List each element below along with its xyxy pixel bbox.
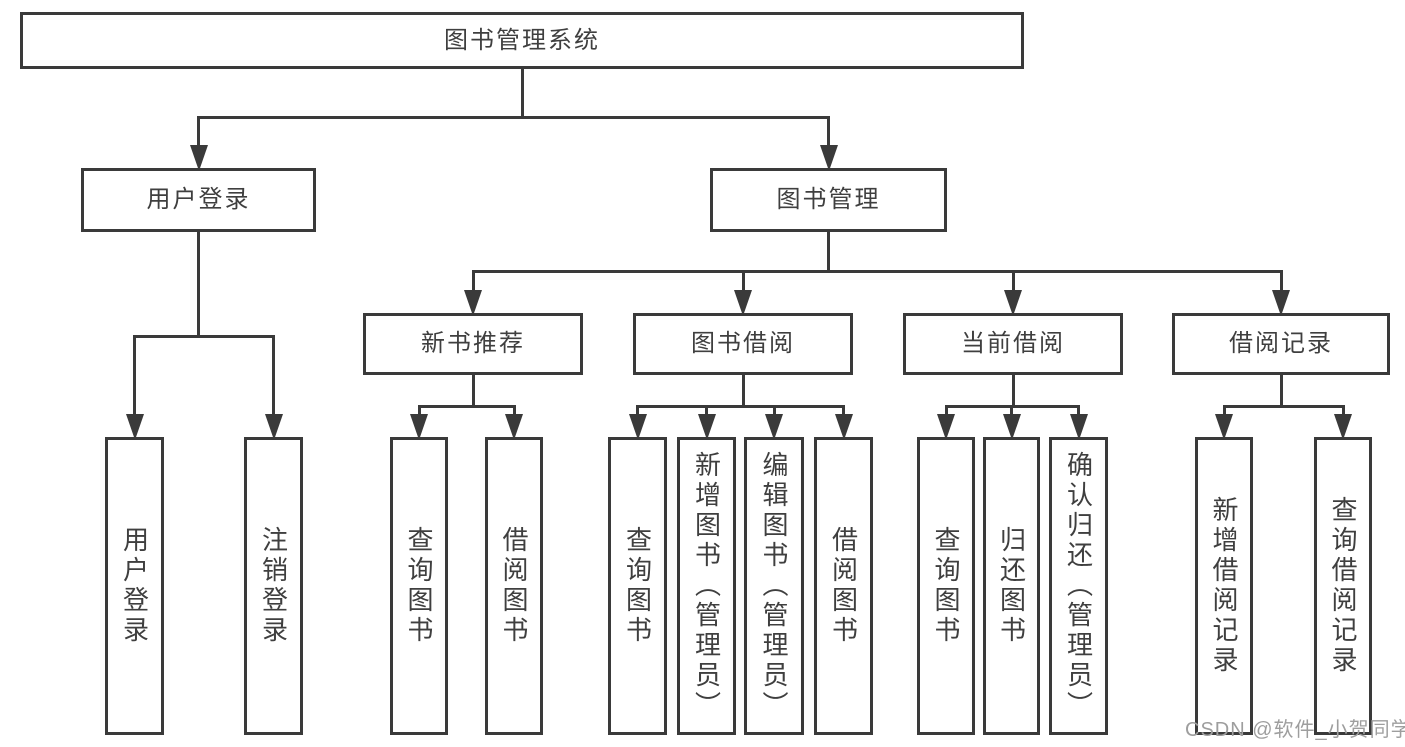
arrowhead-down-icon: [734, 290, 752, 316]
arrowhead-down-icon: [1334, 414, 1352, 440]
node-book-borrowing: 图书借阅: [633, 313, 853, 375]
connector-stem-return-books: [1010, 406, 1013, 419]
node-label-edit-books-admin: 编辑图书（管理员）: [759, 451, 789, 721]
connector-drop-current-borrowing: [1011, 374, 1015, 408]
connector-stem-user-login: [197, 117, 200, 150]
node-label-confirm-return-admin: 确认归还（管理员）: [1063, 451, 1094, 721]
connector-stem-logout-action: [272, 336, 275, 419]
connector-bar-book-borrowing: [636, 404, 845, 408]
node-label-book-borrowing: 图书借阅: [691, 330, 795, 357]
node-edit-books-admin: 编辑图书（管理员）: [744, 437, 804, 735]
connector-stem-book-borrowing: [741, 271, 745, 295]
arrowhead-down-icon: [125, 414, 144, 440]
connector-stem-edit-books-admin: [772, 406, 776, 419]
node-book-management: 图书管理: [710, 168, 947, 232]
node-query-books-recommend: 查询图书: [390, 437, 448, 735]
arrowhead-down-icon: [765, 414, 783, 440]
node-current-borrowing: 当前借阅: [903, 313, 1123, 375]
node-user-login: 用户登录: [81, 168, 316, 232]
node-label-current-borrowing: 当前借阅: [961, 330, 1065, 357]
connector-stem-confirm-return-admin: [1077, 406, 1080, 419]
arrowhead-down-icon: [1004, 290, 1022, 316]
node-label-root: 图书管理系统: [444, 26, 600, 54]
node-add-borrow-record: 新增借阅记录: [1195, 437, 1253, 735]
node-new-book-recommendation: 新书推荐: [363, 313, 583, 375]
connector-bar-user-login: [133, 334, 275, 338]
arrowhead-down-icon: [189, 145, 208, 171]
node-label-add-books-admin: 新增图书（管理员）: [691, 451, 722, 721]
node-borrow-books-borrowing: 借阅图书: [814, 437, 873, 735]
node-label-query-borrow-record: 查询借阅记录: [1328, 496, 1358, 676]
arrowhead-down-icon: [937, 414, 955, 440]
connector-bar-new-book-recommendation: [417, 404, 516, 408]
connector-stem-borrowing-records: [1279, 271, 1283, 295]
arrowhead-down-icon: [628, 414, 647, 440]
node-add-books-admin: 新增图书（管理员）: [677, 437, 736, 735]
connector-stem-book-management: [827, 117, 830, 150]
node-user-login-action: 用户登录: [105, 437, 164, 735]
connector-drop-borrowing-records: [1279, 374, 1283, 408]
node-label-query-books-current: 查询图书: [931, 526, 961, 646]
node-label-borrowing-records: 借阅记录: [1229, 330, 1333, 357]
connector-drop-book-borrowing: [741, 374, 745, 408]
arrowhead-down-icon: [834, 414, 853, 440]
arrowhead-down-icon: [697, 414, 716, 440]
node-borrowing-records: 借阅记录: [1172, 313, 1390, 375]
connector-bar-borrowing-records: [1222, 404, 1345, 408]
node-query-books-current: 查询图书: [917, 437, 975, 735]
node-borrow-books-recommend: 借阅图书: [485, 437, 543, 735]
connector-drop-new-book-recommendation: [471, 374, 475, 408]
connector-stem-query-borrow-record: [1341, 406, 1345, 419]
connector-stem-add-books-admin: [705, 406, 708, 419]
connector-drop-user-login: [197, 231, 200, 338]
node-root: 图书管理系统: [20, 12, 1024, 69]
arrowhead-down-icon: [1069, 414, 1088, 440]
node-query-books-borrowing: 查询图书: [608, 437, 667, 735]
connector-stem-add-borrow-record: [1222, 406, 1226, 419]
connector-bar-root: [197, 115, 830, 119]
node-label-query-books-recommend: 查询图书: [404, 526, 434, 646]
arrowhead-down-icon: [264, 414, 283, 440]
node-confirm-return-admin: 确认归还（管理员）: [1049, 437, 1108, 735]
node-query-borrow-record: 查询借阅记录: [1314, 437, 1372, 735]
connector-bar-book-management: [471, 269, 1283, 273]
node-label-query-books-borrowing: 查询图书: [622, 526, 653, 646]
connector-stem-borrow-books-recommend: [512, 406, 516, 419]
connector-stem-query-books-current: [944, 406, 948, 419]
connector-stem-new-book-recommendation: [471, 271, 475, 295]
arrowhead-down-icon: [819, 145, 838, 171]
node-label-borrow-books-borrowing: 借阅图书: [828, 526, 859, 646]
csdn-watermark: CSDN @软件_小贺同学: [1185, 719, 1405, 741]
node-label-user-login-action: 用户登录: [119, 526, 150, 646]
connector-stem-query-books-recommend: [417, 406, 421, 419]
node-logout-action: 注销登录: [244, 437, 303, 735]
node-label-return-books: 归还图书: [996, 526, 1027, 646]
node-label-user-login: 用户登录: [146, 186, 251, 213]
connector-drop-root: [520, 68, 524, 119]
node-label-add-borrow-record: 新增借阅记录: [1209, 496, 1239, 676]
node-label-new-book-recommendation: 新书推荐: [421, 330, 525, 357]
arrowhead-down-icon: [1002, 414, 1021, 440]
arrowhead-down-icon: [1272, 290, 1290, 316]
arrowhead-down-icon: [1215, 414, 1233, 440]
node-label-book-management: 图书管理: [776, 186, 881, 213]
connector-stem-query-books-borrowing: [636, 406, 639, 419]
node-return-books: 归还图书: [983, 437, 1040, 735]
arrowhead-down-icon: [410, 414, 428, 440]
arrowhead-down-icon: [464, 290, 482, 316]
node-label-borrow-books-recommend: 借阅图书: [499, 526, 529, 646]
connector-drop-book-management: [827, 231, 830, 273]
connector-stem-borrow-books-borrowing: [842, 406, 845, 419]
connector-stem-current-borrowing: [1011, 271, 1015, 295]
arrowhead-down-icon: [505, 414, 523, 440]
connector-stem-user-login-action: [133, 336, 136, 419]
node-label-logout-action: 注销登录: [258, 526, 289, 646]
